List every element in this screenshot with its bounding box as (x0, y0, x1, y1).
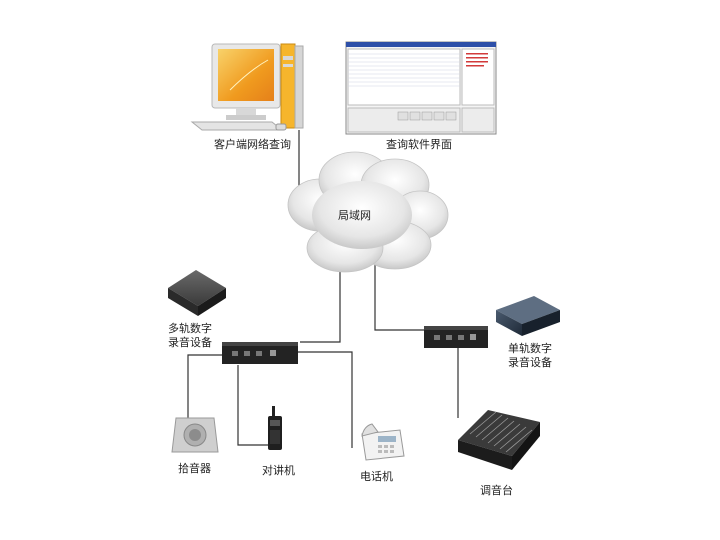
lan-cloud-icon (287, 151, 449, 273)
link-lan-recorder-right (374, 265, 425, 331)
connection-lines (187, 130, 459, 448)
multi-track-recorder-icon (168, 270, 226, 316)
telephone-icon (361, 423, 405, 461)
link-left-recorder-phone (290, 351, 353, 448)
link-left-recorder-walkie (237, 365, 268, 446)
label-multi-track-recorder: 多轨数字 录音设备 (168, 322, 212, 350)
pickup-microphone-icon (171, 417, 219, 453)
label-single-track-line1: 单轨数字 (508, 342, 552, 355)
label-software-ui: 查询软件界面 (386, 138, 452, 151)
right-recorder-box (424, 326, 488, 348)
link-left-recorder-pickup (187, 354, 225, 420)
single-track-recorder-icon (496, 296, 560, 336)
label-walkie-talkie: 对讲机 (262, 464, 295, 477)
label-multi-track-line1: 多轨数字 (168, 322, 212, 335)
label-multi-track-line2: 录音设备 (168, 336, 212, 349)
label-pickup: 拾音器 (178, 462, 211, 475)
walkie-talkie-icon (268, 406, 282, 450)
label-single-track-line2: 录音设备 (508, 356, 552, 369)
label-single-track-recorder: 单轨数字 录音设备 (508, 342, 552, 370)
client-computer-icon (190, 43, 304, 131)
mixer-icon (458, 410, 540, 470)
left-recorder-box (222, 342, 298, 364)
label-client-query: 客户端网络查询 (214, 138, 291, 151)
label-telephone: 电话机 (360, 470, 393, 483)
software-ui-screenshot (345, 41, 497, 135)
label-lan: 局域网 (338, 209, 371, 222)
link-lan-recorder-left (300, 270, 341, 343)
label-mixer: 调音台 (480, 484, 513, 497)
